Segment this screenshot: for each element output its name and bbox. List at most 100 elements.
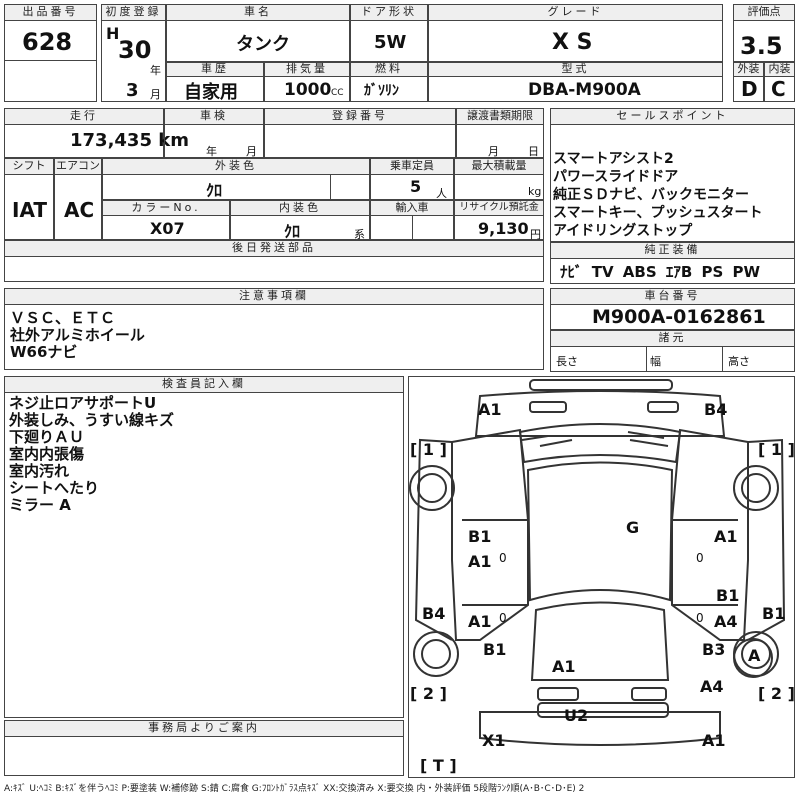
roof [526,461,674,602]
capacity-unit: 人 [436,187,447,200]
notes-box [4,304,544,370]
history: 自家用 [184,82,238,103]
colorno: X07 [150,219,185,238]
mark-b1-left2: B1 [483,640,507,659]
colorno-label: カラーNo. [102,200,230,216]
reg-month-unit: 月 [150,88,161,101]
later-parts-label: 後日発送部品 [4,240,544,257]
handle-right2-mark: 0 [696,611,704,625]
inspector-line: シートへたり [9,479,100,497]
reg-month: 3 [126,80,139,101]
diagram-box [408,376,795,778]
mark-b4-left: B4 [422,604,446,623]
inspector-line: 室内内張傷 [9,445,85,463]
inspection-month-unit: 月 [246,145,257,158]
mark-a1-mid: A1 [552,657,576,676]
mark-b1-left: B1 [468,527,492,546]
cc-unit: CC [331,88,344,98]
doors-box [350,20,428,62]
handle-left-mark: 0 [499,551,507,565]
displacement-box [264,76,350,102]
spec-divider [646,346,723,372]
fuel-box [350,76,428,102]
mileage-box [4,124,164,158]
mark-1-right: [ 1 ] [758,440,795,459]
sales-point: 純正ＳＤナビ、バックモニター [553,187,749,203]
shift-box [4,174,54,240]
mark-1-left: [ 1 ] [410,440,447,459]
inspector-line: 外装しみ、うすい線キズ [9,411,175,429]
office-box [4,736,404,776]
mark-b4-top: B4 [704,400,728,419]
spec-width: 幅 [650,355,661,368]
front-section [474,390,726,437]
inspector-line: ネジ止ロアサポートU [9,394,157,412]
model: DBA-M900A [528,80,641,100]
transfer-month: 月 [488,145,499,158]
mark-a4-right2: A4 [700,677,724,696]
chassis-box [550,304,795,330]
shift: IAT [12,198,48,222]
car-name: タンク [236,34,290,55]
later-parts-box [4,256,544,282]
wheel-circle-mark [733,638,773,678]
mark-u2: U2 [564,706,589,725]
mark-2-left: [ 2 ] [410,684,447,703]
handle-right-mark: 0 [696,551,704,565]
score: 3.5 [740,32,783,60]
equip-box [550,258,795,284]
sales-point: スマートキー、プッシュスタート [553,205,763,221]
mark-b3-right: B3 [702,640,726,659]
notes-lines: ＶＳＣ、ＥＴＣ 社外アルミホイール W66ナビ [10,310,145,361]
ac-label: エアコン [54,158,102,175]
lot-number: 628 [22,28,73,56]
inspector-lines: ネジ止ロアサポートU 外装しみ、うすい線キズ 下廻りＡＵ 室内内張傷 室内汚れ … [9,395,174,514]
sales-points: スマートアシスト2 パワースライドドア 純正ＳＤナビ、バックモニター スマートキ… [553,150,762,240]
legend: A:ｷｽﾞ U:ﾍｺﾐ B:ｷｽﾞを伴うﾍｺﾐ P:要塗装 W:補修跡 S:錆 … [4,784,585,794]
chassis-number: M900A-0162861 [592,306,766,328]
front-bumper-outline [529,379,673,391]
regno-box [264,124,456,158]
left-body [451,428,529,641]
spec-length: 長さ [556,355,578,368]
reg-year: 30 [118,36,152,64]
grade: X S [552,30,593,55]
note-line: 社外アルミホイール [10,326,145,344]
spec-box [550,346,795,372]
load-label: 最大積載量 [454,158,544,175]
mark-a1-right: A1 [714,527,738,546]
mark-a1-left: A1 [468,552,492,571]
inspector-line: ミラー A [9,496,71,514]
load-unit: kg [528,185,542,198]
displacement-label: 排気量 [264,62,350,77]
reg-year-unit: 年 [150,64,161,77]
intcolor-box [230,215,370,240]
mileage: 173,435 km [70,130,189,151]
fuel: ｶﾞｿﾘﾝ [364,83,399,99]
sales-box [550,124,795,242]
first-reg-box [101,20,166,102]
ac: AC [64,198,95,222]
displacement: 1000 [284,80,332,100]
spec-height: 高さ [728,355,750,368]
transfer-box [456,124,544,158]
ext-label: 外装 [733,62,764,77]
mark-a1-top: A1 [478,400,502,419]
mark-a1-left2: A1 [468,612,492,631]
ac-box [54,174,102,240]
mark-a4-right: A4 [714,612,738,631]
load-box [454,174,544,200]
color-box [102,174,370,200]
rear-window [530,601,670,681]
model-box [428,76,723,102]
transfer-label: 譲渡書類期限 [456,108,544,125]
recycle-unit: 円 [530,228,541,241]
note-line: W66ナビ [10,343,78,361]
import-divider [412,215,454,240]
colorno-box [102,215,230,240]
mark-b1-right: B1 [716,586,740,605]
lot-box [4,20,97,102]
inspection-year-unit: 年 [206,145,217,158]
intcolor: ｸﾛ [284,222,301,241]
